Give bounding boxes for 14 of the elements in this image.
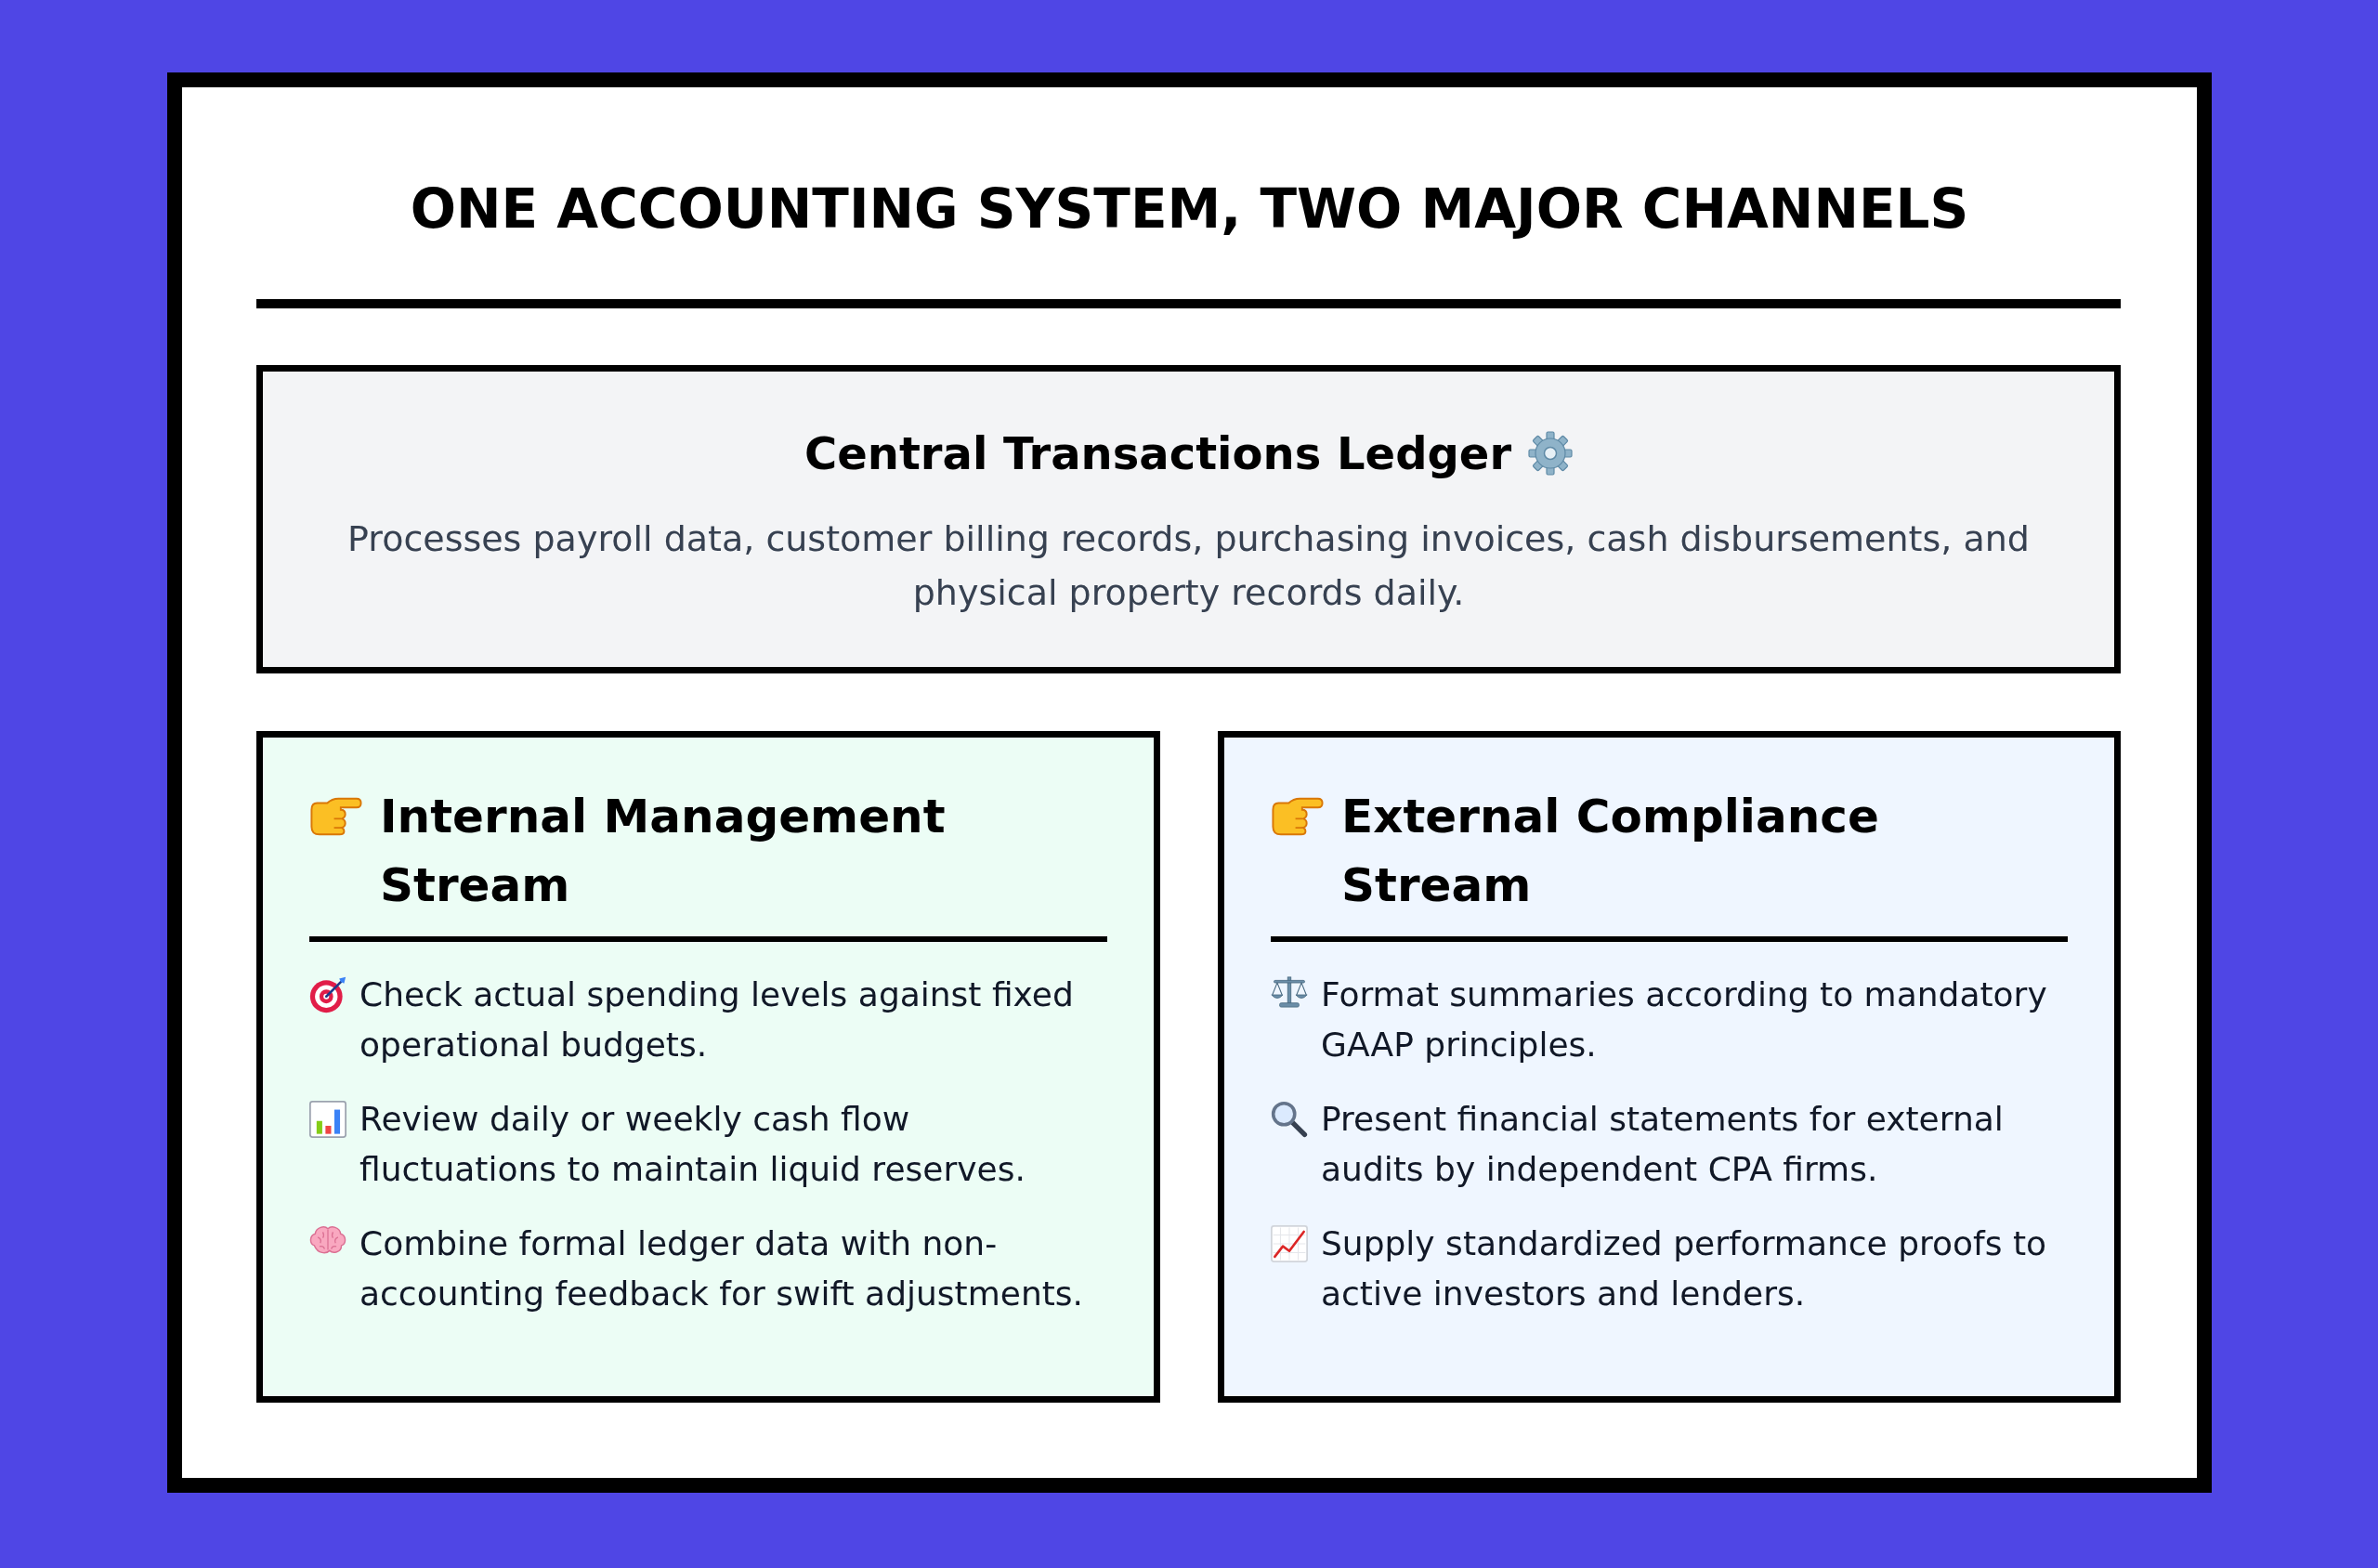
description-text: Processes payroll data, customer billing records, purchasing invoices, cash disbursements, and physical property records daily. [346, 517, 2031, 615]
stream-card [256, 731, 1160, 1403]
bullet-text: Supply standardized performance proofs to active investors and lenders. [1321, 1223, 2048, 1314]
card-heading: Internal Management Stream [380, 789, 947, 914]
ledger-panel [256, 365, 2121, 673]
panel-heading: Central Transactions Ledger [804, 426, 1512, 481]
card-heading: External Compliance Stream [1341, 789, 1880, 914]
title: ONE ACCOUNTING SYSTEM, TWO MAJOR CHANNELS [410, 176, 1969, 242]
bullet-text: Check actual spending levels against fixed operational budgets. [359, 974, 1075, 1065]
bullet-text: Present financial statements for external audits by independent CPA firms. [1321, 1099, 2005, 1190]
bullet-text: Review daily or weekly cash flow fluctuations to maintain liquid reserves. [359, 1099, 1026, 1190]
bullet-text: Combine formal ledger data with non-accounting feedback for swift adjustments. [359, 1223, 1085, 1314]
bullet-text: Format summaries according to mandatory GAAP principles. [1321, 974, 2048, 1065]
stream-card [1218, 731, 2121, 1403]
